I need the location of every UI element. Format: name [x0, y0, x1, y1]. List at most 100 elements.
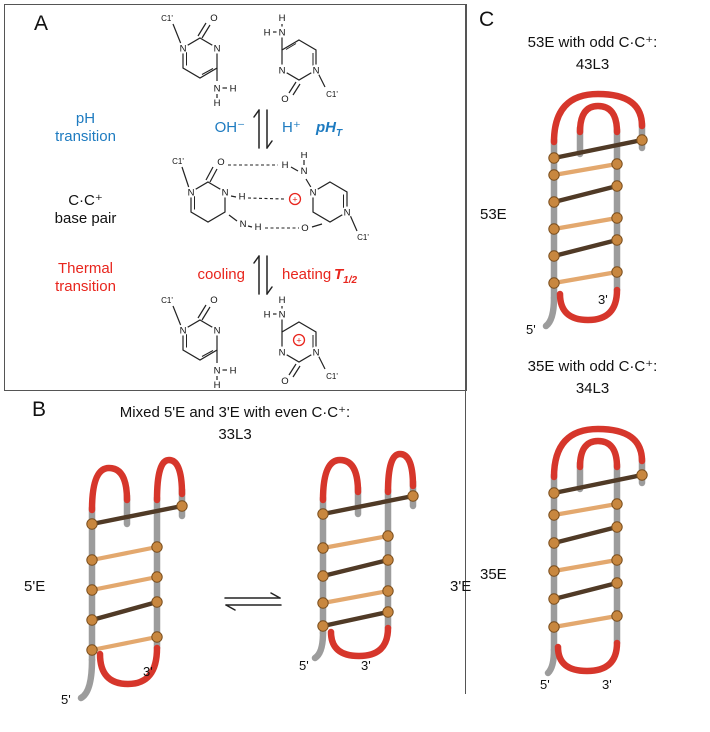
atom-h: H [214, 98, 221, 108]
phosphate-balls [317, 490, 419, 632]
loops [550, 90, 646, 324]
atom-c1prime: C1' [357, 233, 369, 242]
plus-charge-icon: + [288, 192, 302, 206]
five-prime-label: 5' [540, 677, 550, 692]
atom-n: N [279, 28, 286, 39]
atom-n: N [180, 44, 187, 55]
atom-o: O [210, 295, 217, 306]
svg-text:+: + [292, 195, 297, 205]
atom-n: N [310, 188, 317, 199]
plus-charge-icon: + [292, 333, 306, 347]
atom-n: N [188, 188, 195, 199]
atom-n: N [313, 348, 320, 359]
phosphate-balls [86, 500, 188, 656]
atom-labels: N N O N H H C1' [161, 295, 236, 390]
five-prime-label: 5' [299, 658, 309, 673]
equilibrium-arrows-b-icon [224, 592, 282, 611]
atom-n: N [279, 310, 286, 321]
dark-rungs [320, 493, 416, 629]
atom-labels: C1' N O N H N H H N H N O N C1' [172, 152, 369, 242]
atom-c1prime: C1' [326, 90, 338, 99]
phosphate-balls [548, 134, 648, 289]
molecule-cytosine-protonated: N N O N H H C1' + [264, 295, 339, 387]
panel-b-label: B [32, 398, 47, 421]
t-half-label: T1/2 [334, 266, 358, 286]
imotif-structure-53e: 5' 3' [526, 90, 648, 337]
loops [88, 456, 186, 688]
equilibrium-arrows-thermal-icon [253, 255, 273, 295]
atom-o: O [210, 13, 217, 24]
atom-h: H [264, 28, 271, 39]
ph-t-label: pHT [316, 119, 343, 139]
structure-label-3e: 3'E [450, 578, 472, 595]
molecule-cytosine-neutral-top-right: N N O N H H C1' [264, 13, 339, 105]
panel-b-title: Mixed 5'E and 3'E with even C·C⁺: [119, 404, 351, 421]
oh-minus-label: OH⁻ [214, 119, 245, 136]
atom-h: H [230, 84, 237, 95]
panel-c-label: C [479, 8, 495, 31]
equilibrium-arrows-ph-icon [253, 109, 273, 149]
structure-label-5e: 5'E [24, 578, 46, 595]
atom-h: H [255, 222, 262, 233]
bond-lines [181, 160, 358, 232]
atom-c1prime: C1' [161, 14, 173, 23]
tan-rungs [320, 533, 391, 606]
five-prime-label: 5' [61, 692, 71, 707]
three-prime-label: 3' [361, 658, 371, 673]
panel-c-bottom-subtitle: 34L3 [575, 380, 610, 397]
dark-rungs [551, 472, 645, 602]
atom-n: N [301, 166, 308, 177]
cc-base-pair-structure: C1' N O N H N H H N H N O N C1' + [172, 152, 369, 242]
dark-rungs [89, 503, 185, 623]
cooling-label: cooling [197, 266, 245, 283]
panel-a-border [4, 4, 467, 391]
imotif-structure-3e: 5' 3' [299, 450, 419, 673]
structure-label-53e: 53E [480, 206, 507, 223]
atom-n: N [222, 188, 229, 199]
atom-n: N [240, 219, 247, 230]
atom-o: O [281, 94, 288, 105]
h-plus-label: H⁺ [282, 119, 301, 136]
atom-n: N [279, 66, 286, 77]
dark-rungs [551, 137, 645, 259]
atom-n: N [214, 84, 221, 95]
five-prime-label: 5' [526, 322, 536, 337]
atom-h: H [239, 192, 246, 203]
atom-n: N [313, 66, 320, 77]
atom-n: N [180, 326, 187, 337]
tan-rungs [89, 544, 160, 653]
three-prime-label: 3' [598, 292, 608, 307]
panel-c-top-title: 53E with odd C·C⁺: [527, 34, 658, 51]
loops [550, 425, 646, 675]
atom-c1prime: C1' [326, 372, 338, 381]
atom-o: O [281, 376, 288, 387]
panel-c-divider [465, 4, 466, 694]
atom-h: H [214, 380, 221, 390]
atom-h: H [301, 152, 308, 161]
atom-n: N [344, 208, 351, 219]
atom-c1prime: C1' [161, 296, 173, 305]
molecule-cytosine-neutral-top: N N O N H H C1' [161, 13, 236, 108]
atom-h: H [282, 160, 289, 171]
structure-label-35e: 35E [480, 566, 507, 583]
atom-h: H [279, 13, 286, 24]
atom-h: H [279, 295, 286, 306]
atom-n: N [214, 326, 221, 337]
panel-c-bottom-title: 35E with odd C·C⁺: [527, 358, 658, 375]
atom-h: H [264, 310, 271, 321]
atom-n: N [214, 366, 221, 377]
atom-labels: N N O N H H C1' [161, 13, 236, 108]
three-prime-label: 3' [143, 664, 153, 679]
tan-rungs [551, 161, 620, 286]
imotif-structure-35e: 5' 3' [540, 425, 648, 692]
atom-n: N [214, 44, 221, 55]
bond-lines [273, 306, 326, 378]
molecule-cytosine-neutral-bottom: N N O N H H C1' [161, 295, 236, 390]
atom-labels: N N O N H H C1' [264, 13, 339, 105]
cc-base-pair-label: C·C⁺base pair [54, 192, 117, 227]
heating-label: heating [282, 266, 332, 283]
svg-text:+: + [296, 336, 301, 346]
panel-c-top-subtitle: 43L3 [575, 56, 610, 73]
